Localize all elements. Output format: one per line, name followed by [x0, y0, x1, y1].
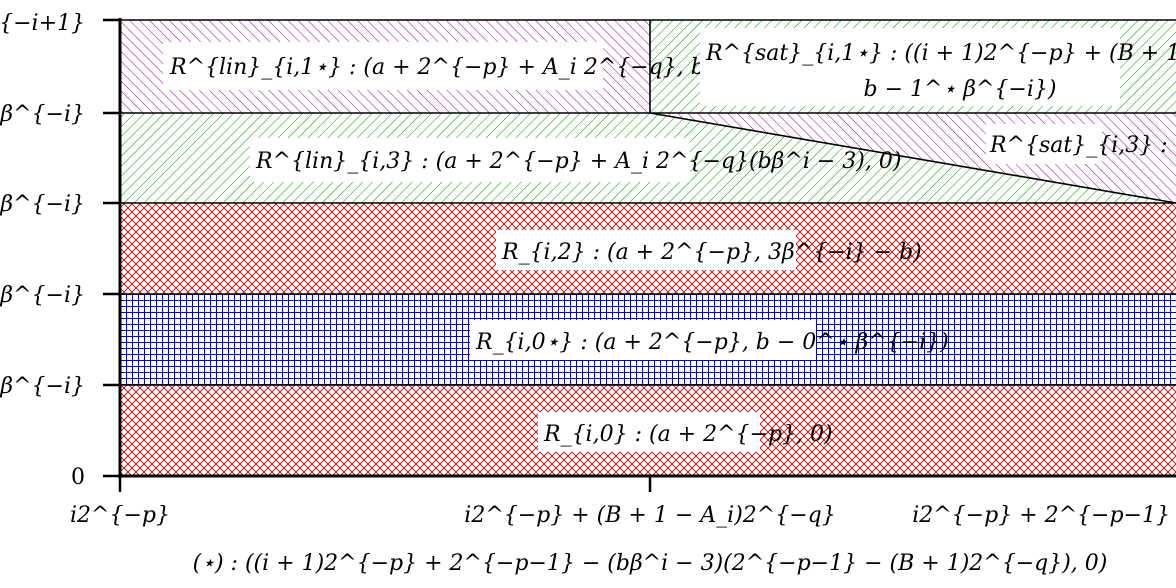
svg-text:b − 1^⋆ β^{−i}): b − 1^⋆ β^{−i}): [864, 77, 1057, 102]
label-r-i3-sat: R^{sat}_{i,3} : (⋆): [986, 124, 1176, 164]
svg-text:R_{i,0⋆} : (a + 2^{−p}, b − 0^: R_{i,0⋆} : (a + 2^{−p}, b − 0^⋆ β^{−i}): [475, 330, 949, 355]
x-ticks: [118, 476, 652, 492]
label-r-i1star-sat: R^{sat}_{i,1⋆} : ((i + 1)2^{−p} + (B + 1…: [700, 28, 1176, 106]
axes: [118, 18, 1176, 478]
label-r-i2: R_{i,2} : (a + 2^{−p}, 3β^{−i} − b): [496, 230, 922, 270]
svg-text:R^{lin}_{i,3} : (a + 2^{−p} +: R^{lin}_{i,3} : (a + 2^{−p} + A_i 2^{−q}…: [255, 149, 901, 174]
label-r-i3-lin: R^{lin}_{i,3} : (a + 2^{−p} + A_i 2^{−q}…: [250, 138, 901, 182]
svg-text:R^{sat}_{i,3} : (⋆): R^{sat}_{i,3} : (⋆): [989, 133, 1176, 158]
label-r-i0star: R_{i,0⋆} : (a + 2^{−p}, b − 0^⋆ β^{−i}): [470, 320, 949, 360]
svg-text:R_{i,0} : (a + 2^{−p}, 0): R_{i,0} : (a + 2^{−p}, 0): [543, 422, 833, 447]
region-boundaries: [120, 19, 1176, 386]
y-tick-label-3: 3β^{−i}: [0, 192, 85, 217]
y-tick-label-1: β^{−i}: [0, 374, 85, 399]
y-ticks: [103, 18, 120, 478]
y-tick-label-2: 2β^{−i}: [0, 283, 85, 308]
y-tick-label-0: 0: [71, 465, 85, 490]
footnote-star-formula: (⋆) : ((i + 1)2^{−p} + 2^{−p−1} − (bβ^i …: [193, 551, 1108, 576]
x-tick-label-2: i2^{−p} + 2^{−p−1}: [912, 503, 1170, 528]
label-r-i0: R_{i,0} : (a + 2^{−p}, 0): [538, 412, 833, 452]
label-r-i1star-lin: R^{lin}_{i,1⋆} : (a + 2^{−p} + A_i 2^{−q…: [163, 42, 884, 90]
y-tick-label-5: β^{−i+1}: [0, 11, 85, 36]
x-tick-label-1: i2^{−p} + (B + 1 − A_i)2^{−q}: [464, 503, 835, 528]
y-tick-label-4: 4β^{−i}: [0, 102, 85, 127]
x-tick-label-0: i2^{−p}: [70, 503, 170, 528]
svg-text:R^{sat}_{i,1⋆} : ((i + 1)2^{: R^{sat}_{i,1⋆} : ((i + 1)2^{−p} + (B + 1…: [705, 41, 1176, 66]
svg-text:R_{i,2} : (a + 2^{−p}, 3β^{−i}: R_{i,2} : (a + 2^{−p}, 3β^{−i} − b): [501, 240, 922, 265]
